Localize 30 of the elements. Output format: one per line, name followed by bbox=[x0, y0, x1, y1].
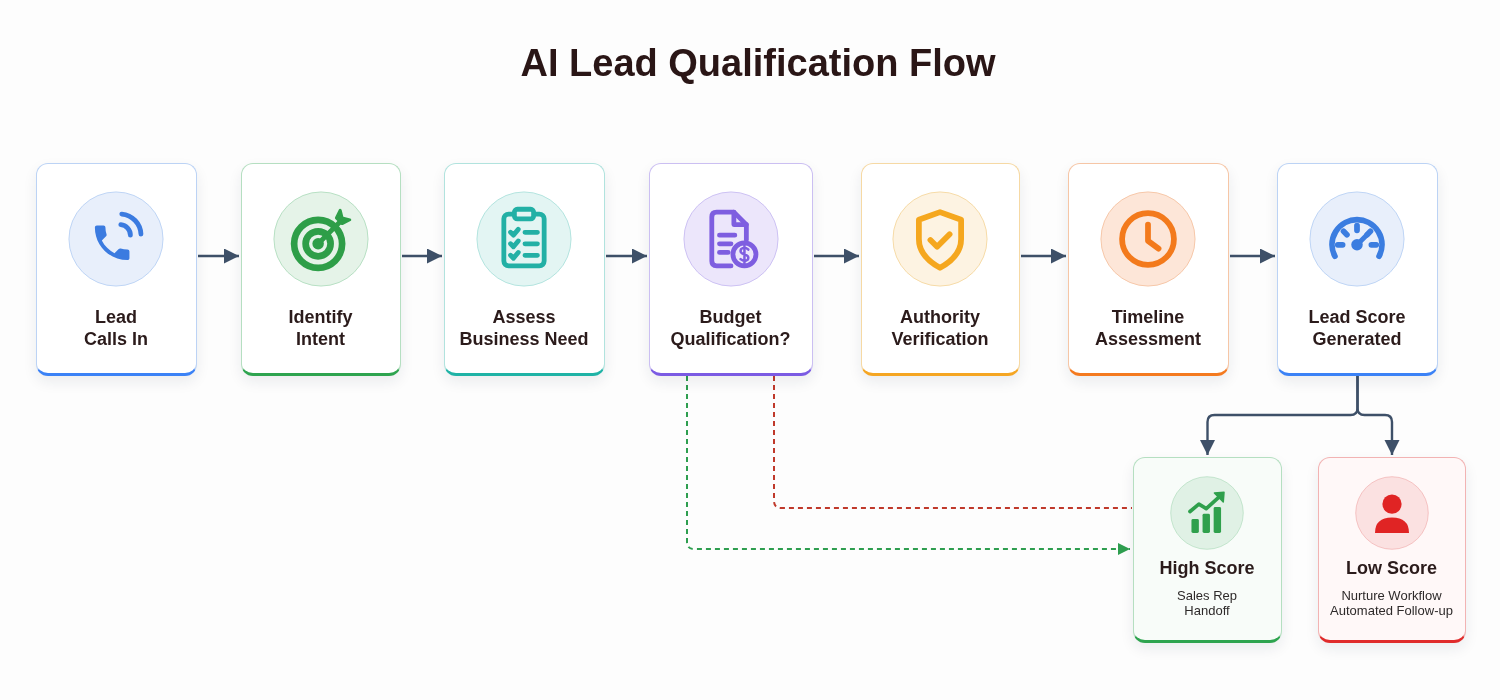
step-title: Lead Score Generated bbox=[1307, 306, 1407, 350]
step-title: Timeline Assessment bbox=[1093, 306, 1203, 350]
arrow bbox=[1356, 376, 1400, 455]
step-card bbox=[241, 163, 401, 376]
outcome-card bbox=[1133, 457, 1282, 643]
arrow bbox=[402, 248, 442, 264]
arrow bbox=[606, 248, 647, 264]
step-card bbox=[861, 163, 1020, 376]
step-title: Authority Verification bbox=[890, 306, 990, 350]
arrow bbox=[814, 248, 859, 264]
arrow bbox=[686, 375, 1131, 555]
diagram-title: AI Lead Qualification Flow bbox=[520, 41, 996, 86]
step-card bbox=[36, 163, 197, 376]
outcome-card bbox=[1318, 457, 1466, 643]
step-title: Assess Business Need bbox=[458, 306, 590, 350]
step-description: Sales Rep Handoff bbox=[1176, 588, 1238, 618]
step-card bbox=[649, 163, 813, 376]
step-title: High Score bbox=[1158, 557, 1256, 579]
step-card bbox=[1068, 163, 1229, 376]
arrow bbox=[198, 248, 239, 264]
arrow bbox=[1021, 248, 1066, 264]
arrow bbox=[1230, 248, 1275, 264]
step-description: Nurture Workflow Automated Follow-up bbox=[1329, 588, 1454, 618]
connector-line bbox=[773, 375, 1133, 509]
step-card bbox=[444, 163, 605, 376]
step-title: Budget Qualification? bbox=[669, 306, 792, 350]
step-title: Lead Calls In bbox=[83, 306, 149, 350]
step-title: Identify Intent bbox=[287, 306, 354, 350]
step-card bbox=[1277, 163, 1438, 376]
step-title: Low Score bbox=[1345, 557, 1438, 579]
